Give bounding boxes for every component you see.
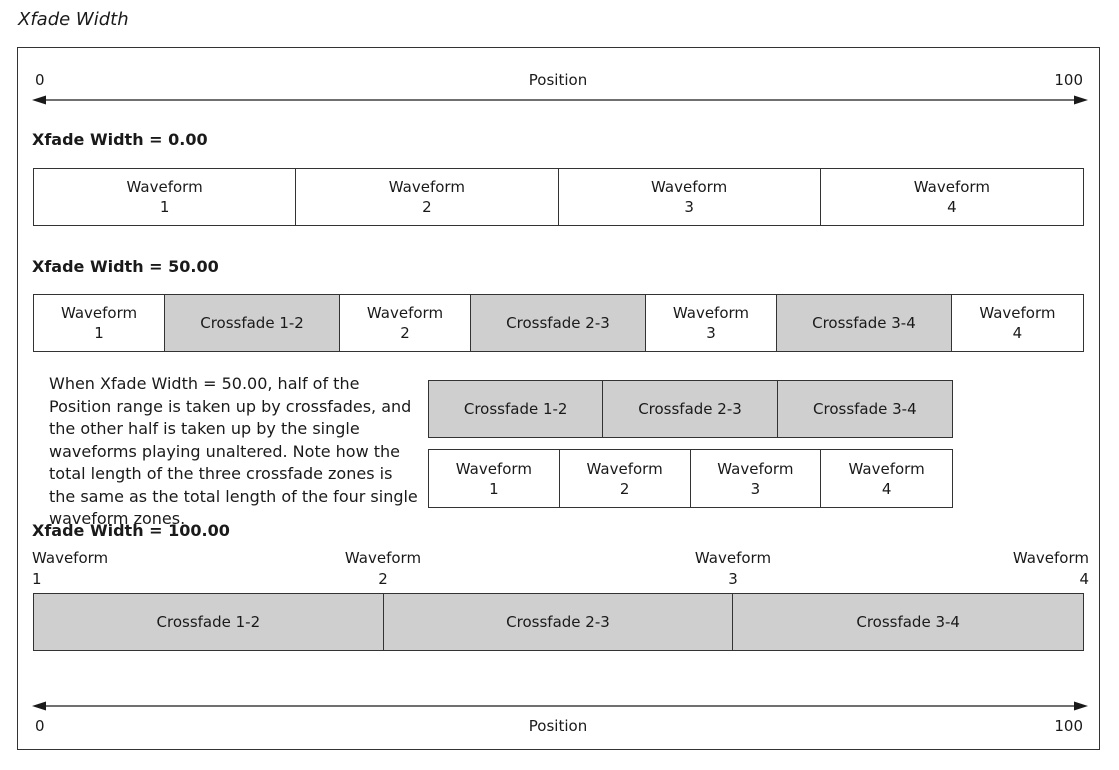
cell-label: Waveform — [717, 459, 794, 478]
crossfade-cell: Crossfade 3-4 — [777, 295, 952, 351]
axis-top-start: 0 — [35, 71, 45, 89]
axis-bottom-end: 100 — [1054, 717, 1083, 735]
crossfade-1-2-cell: Crossfade 1-2 — [34, 594, 384, 650]
axis-bottom-label: Position — [528, 717, 588, 735]
crossfade-cell: Crossfade 3-4 — [777, 381, 952, 437]
cell-label: Crossfade 1-2 — [200, 314, 304, 332]
figure-title: Xfade Width — [18, 9, 129, 30]
cell-label: Waveform — [126, 178, 203, 196]
cell-label: Waveform — [60, 304, 138, 322]
cell-label: Waveform — [366, 304, 444, 322]
crossfade-cell: Crossfade 2-3 — [471, 295, 646, 351]
cell-label: Waveform — [651, 178, 728, 196]
row-xfade-50: Waveform 1 Crossfade 1-2 Waveform 2 Crossfade… — [33, 294, 1084, 352]
crossfade-cell: Crossfade 1-2 — [429, 381, 604, 437]
waveform-cell: Waveform 1 — [34, 295, 166, 351]
diagram-frame — [17, 47, 1100, 750]
heading-xfade-100: Xfade Width = 100.00 — [32, 521, 230, 540]
cell-number: 3 — [706, 324, 716, 342]
cell-number: 1 — [159, 198, 170, 216]
axis-top-label: Position — [528, 71, 588, 89]
cell-number: 3 — [684, 198, 694, 216]
waveform-cell: Waveform 4 — [952, 295, 1083, 351]
axis-bottom-arrow — [32, 701, 1088, 711]
cell-number: 3 — [750, 479, 761, 498]
cell-number: 1 — [489, 479, 499, 498]
row-crossfade-zones: Crossfade 1-2 Crossfade 2-3 Crossfade 3-4 — [428, 380, 953, 438]
marker-waveform-2: Waveform 2 — [344, 549, 422, 588]
axis-bottom-start: 0 — [35, 717, 45, 735]
cell-label: Waveform — [913, 178, 990, 196]
cell-number: 4 — [881, 479, 892, 498]
cell-label: Waveform — [586, 459, 663, 478]
waveform-cell: Waveform 4 — [821, 169, 1083, 225]
marker-waveform-3: Waveform 3 — [694, 549, 772, 588]
waveform-cell: Waveform 1 — [34, 169, 297, 225]
heading-xfade-0: Xfade Width = 0.00 — [32, 130, 208, 149]
cell-label: Crossfade 3-4 — [813, 400, 917, 418]
axis-top-end: 100 — [1054, 71, 1083, 89]
heading-xfade-50: Xfade Width = 50.00 — [32, 257, 219, 276]
cell-number: 2 — [400, 324, 410, 342]
crossfade-2-3-cell: Crossfade 2-3 — [383, 594, 734, 650]
crossfade-3-4-cell: Crossfade 3-4 — [733, 594, 1083, 650]
cell-label: Crossfade 2-3 — [506, 314, 610, 332]
cell-number: 2 — [422, 198, 432, 216]
waveform-cell: Waveform 3 — [646, 295, 778, 351]
cell-number: 2 — [619, 479, 630, 498]
cell-label: Waveform — [672, 304, 750, 322]
cell-label: Crossfade 1-2 — [463, 400, 568, 418]
row-xfade-0: Waveform 1 Waveform 2 Waveform 3 Waveform 4 — [33, 168, 1084, 226]
axis-top-arrow — [32, 95, 1088, 105]
cell-label: Waveform — [455, 459, 532, 478]
waveform-cell: Waveform 3 — [559, 169, 821, 225]
cell-number: 1 — [94, 324, 104, 342]
cell-label: Waveform — [388, 178, 465, 196]
cell-number: 4 — [947, 198, 957, 216]
crossfade-cell: Crossfade 2-3 — [603, 381, 778, 437]
marker-waveform-4: Waveform 4 — [1012, 549, 1089, 588]
cell-number: 4 — [1012, 324, 1023, 342]
marker-waveform-1: Waveform 1 — [32, 549, 109, 588]
cell-label: Waveform — [979, 304, 1056, 322]
waveform-cell: Waveform 2 — [340, 295, 472, 351]
explanation-note: When Xfade Width = 50.00, half of the Po… — [49, 374, 418, 528]
row-xfade-100: Crossfade 1-2 Crossfade 2-3 Crossfade 3-… — [33, 593, 1084, 651]
crossfade-cell: Crossfade 1-2 — [165, 295, 340, 351]
cell-label: Waveform — [848, 459, 925, 478]
cell-label: Crossfade 3-4 — [812, 314, 916, 332]
cell-label: Crossfade 2-3 — [638, 400, 742, 418]
waveform-cell: Waveform 2 — [296, 169, 559, 225]
